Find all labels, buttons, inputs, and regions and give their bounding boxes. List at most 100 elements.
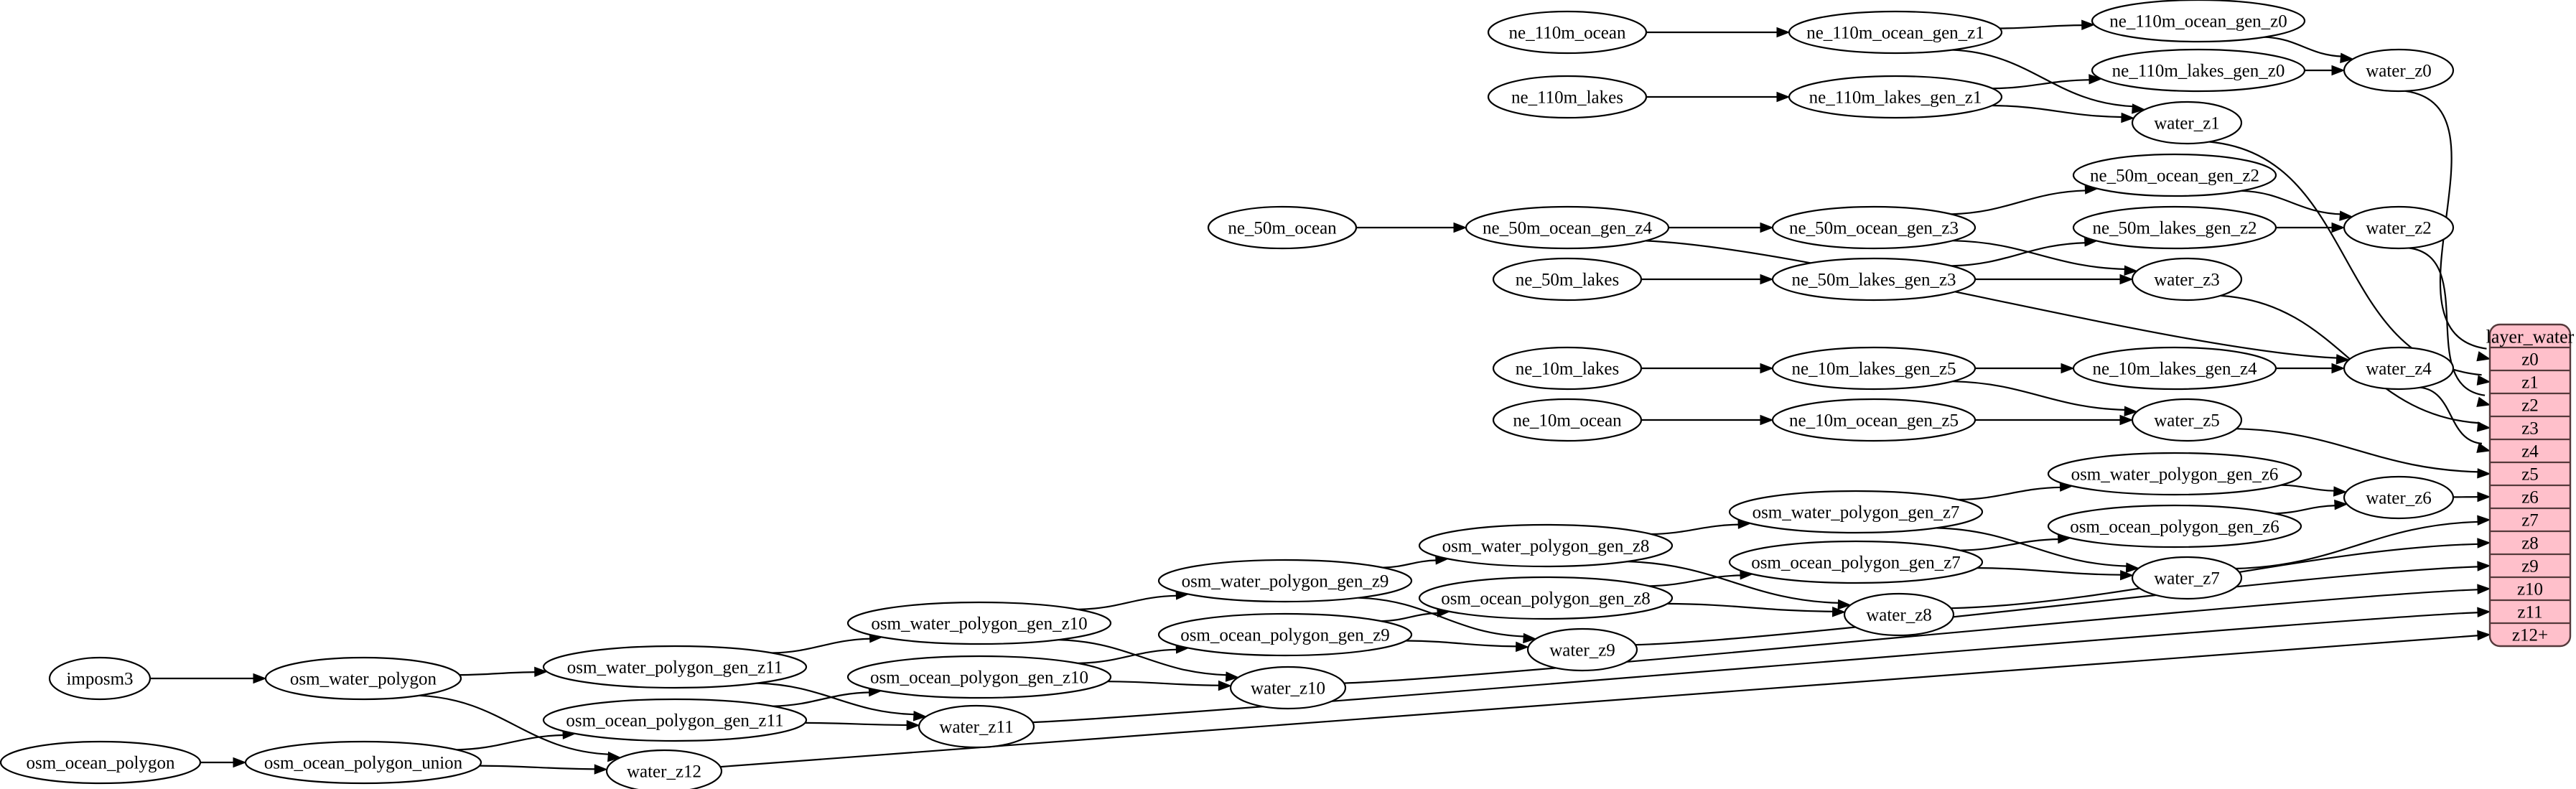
node-ellipse	[1728, 490, 1984, 534]
node-ellipse	[542, 645, 808, 689]
node-label-ne_50m_ocean_gen_z3: ne_50m_ocean_gen_z3	[1789, 219, 1959, 238]
node-ne_10m_lakes_gen_z4[interactable]: ne_10m_lakes_gen_z4	[2072, 346, 2277, 391]
node-osm_ocean_polygon_gen_z10[interactable]: osm_ocean_polygon_gen_z10	[846, 655, 1112, 699]
node-osm_water_polygon_gen_z6[interactable]: osm_water_polygon_gen_z6	[2047, 452, 2302, 496]
edge-line	[1977, 567, 2122, 576]
record-row-z0[interactable]: z0	[2521, 350, 2539, 370]
node-water_z11[interactable]: water_z11	[918, 704, 1035, 749]
edge-osm_water_polygon_gen_z7--to--water_z7	[1936, 527, 2140, 573]
node-water_z10[interactable]: water_z10	[1229, 666, 1347, 710]
node-ellipse	[1487, 75, 1648, 119]
record-row-z1[interactable]: z1	[2521, 373, 2539, 393]
record-row-z11[interactable]: z11	[2517, 603, 2542, 622]
record-row-z3[interactable]: z3	[2521, 419, 2539, 439]
node-water_z12[interactable]: water_z12	[605, 749, 723, 789]
node-ne_50m_ocean_gen_z2[interactable]: ne_50m_ocean_gen_z2	[2072, 153, 2277, 197]
node-osm_ocean_polygon[interactable]: osm_ocean_polygon	[0, 740, 202, 785]
node-water_z0[interactable]: water_z0	[2343, 48, 2455, 93]
node-ne_50m_ocean_gen_z3[interactable]: ne_50m_ocean_gen_z3	[1771, 205, 1977, 250]
node-osm_ocean_polygon_gen_z6[interactable]: osm_ocean_polygon_gen_z6	[2047, 504, 2302, 548]
node-ne_10m_ocean_gen_z5[interactable]: ne_10m_ocean_gen_z5	[1771, 398, 1977, 442]
node-osm_ocean_polygon_gen_z8[interactable]: osm_ocean_polygon_gen_z8	[1418, 576, 1674, 620]
node-ne_110m_ocean_gen_z1[interactable]: ne_110m_ocean_gen_z1	[1788, 10, 2003, 55]
node-osm_water_polygon_gen_z10[interactable]: osm_water_polygon_gen_z10	[846, 601, 1112, 645]
record-row-z2[interactable]: z2	[2521, 396, 2539, 416]
record-row-z10[interactable]: z10	[2517, 580, 2543, 599]
edge-line	[772, 638, 872, 654]
node-ne_50m_ocean[interactable]: ne_50m_ocean	[1207, 205, 1358, 250]
node-label-water_z8: water_z8	[1866, 606, 1932, 625]
node-water_z8[interactable]: water_z8	[1843, 592, 1955, 637]
node-osm_ocean_polygon_gen_z9[interactable]: osm_ocean_polygon_gen_z9	[1157, 612, 1413, 657]
node-water_z6[interactable]: water_z6	[2343, 475, 2455, 520]
node-label-ne_10m_ocean: ne_10m_ocean	[1513, 411, 1622, 431]
node-label-ne_50m_lakes: ne_50m_lakes	[1516, 271, 1619, 290]
node-osm_ocean_polygon_union[interactable]: osm_ocean_polygon_union	[244, 740, 482, 785]
record-row-z12[interactable]: z12+	[2512, 626, 2548, 645]
node-ne_10m_ocean[interactable]: ne_10m_ocean	[1492, 398, 1643, 442]
node-imposm3[interactable]: imposm3	[48, 656, 151, 701]
edge-arrowhead	[2339, 210, 2353, 221]
node-ne_50m_lakes_gen_z2[interactable]: ne_50m_lakes_gen_z2	[2072, 205, 2277, 250]
edge-ne_10m_lakes_gen_z4--to--water_z4	[2276, 363, 2346, 374]
layer-water-record-node[interactable]: layer_waterz0z1z2z3z4z5z6z7z8z9z10z11z12…	[2486, 323, 2575, 648]
node-water_z3[interactable]: water_z3	[2131, 257, 2243, 302]
edge-ne_110m_lakes_gen_z0--to--water_z0	[2305, 65, 2346, 76]
node-ne_10m_lakes[interactable]: ne_10m_lakes	[1492, 346, 1643, 391]
node-water_z5[interactable]: water_z5	[2131, 398, 2243, 442]
node-osm_water_polygon_gen_z7[interactable]: osm_water_polygon_gen_z7	[1728, 490, 1984, 534]
node-label-ne_50m_ocean: ne_50m_ocean	[1228, 219, 1337, 238]
node-ellipse	[48, 656, 151, 701]
node-osm_water_polygon[interactable]: osm_water_polygon	[264, 656, 462, 701]
node-osm_ocean_polygon_gen_z11[interactable]: osm_ocean_polygon_gen_z11	[542, 698, 808, 742]
node-water_z4[interactable]: water_z4	[2343, 346, 2455, 391]
record-row-z5[interactable]: z5	[2521, 465, 2539, 485]
record-row-z9[interactable]: z9	[2521, 557, 2539, 576]
edge-line	[1383, 559, 1438, 569]
node-label-osm_ocean_polygon_gen_z9: osm_ocean_polygon_gen_z9	[1180, 626, 1390, 645]
node-label-ne_110m_lakes_gen_z1: ne_110m_lakes_gen_z1	[1809, 88, 1982, 108]
edge-arrowhead	[253, 673, 267, 684]
edge-line	[1951, 190, 2087, 215]
node-ne_50m_lakes[interactable]: ne_50m_lakes	[1492, 257, 1643, 302]
node-ne_10m_lakes_gen_z5[interactable]: ne_10m_lakes_gen_z5	[1771, 346, 1977, 391]
record-row-z6[interactable]: z6	[2521, 488, 2539, 508]
node-ellipse	[2091, 0, 2306, 43]
node-water_z7[interactable]: water_z7	[2131, 556, 2243, 600]
edge-osm_ocean_polygon--to--osm_ocean_polygon_union	[200, 757, 247, 768]
node-osm_water_polygon_gen_z11[interactable]: osm_water_polygon_gen_z11	[542, 645, 808, 689]
edge-arrowhead	[2089, 74, 2103, 85]
node-label-water_z1: water_z1	[2154, 114, 2220, 134]
edge-arrowhead	[2081, 19, 2096, 30]
edge-arrowhead	[2334, 499, 2348, 510]
node-ne_110m_lakes_gen_z1[interactable]: ne_110m_lakes_gen_z1	[1788, 75, 2003, 119]
node-water_z9[interactable]: water_z9	[1526, 627, 1638, 672]
edge-arrowhead	[607, 751, 622, 762]
node-ne_50m_lakes_gen_z3[interactable]: ne_50m_lakes_gen_z3	[1771, 257, 1977, 302]
node-ne_110m_ocean_gen_z0[interactable]: ne_110m_ocean_gen_z0	[2091, 0, 2306, 43]
edge-osm_ocean_polygon_union--to--water_z12	[479, 764, 608, 775]
node-ne_110m_lakes[interactable]: ne_110m_lakes	[1487, 75, 1648, 119]
node-osm_water_polygon_gen_z9[interactable]: osm_water_polygon_gen_z9	[1157, 559, 1413, 603]
node-ne_110m_lakes_gen_z0[interactable]: ne_110m_lakes_gen_z0	[2091, 48, 2306, 93]
record-row-z4[interactable]: z4	[2521, 442, 2539, 462]
edge-line	[1406, 640, 1518, 648]
node-osm_ocean_polygon_gen_z7[interactable]: osm_ocean_polygon_gen_z7	[1728, 540, 1984, 584]
edge-arrowhead	[2335, 354, 2350, 365]
node-label-ne_110m_lakes: ne_110m_lakes	[1511, 88, 1623, 108]
edge-line	[1992, 104, 2124, 118]
edge-water_z5--to--layer_water-z5	[2236, 428, 2491, 479]
edge-arrowhead	[2132, 103, 2146, 114]
node-water_z2[interactable]: water_z2	[2343, 205, 2455, 250]
node-ne_50m_ocean_gen_z4[interactable]: ne_50m_ocean_gen_z4	[1465, 205, 1670, 250]
edge-ne_50m_ocean_gen_z2--to--water_z2	[2241, 190, 2353, 221]
node-label-water_z6: water_z6	[2366, 489, 2432, 508]
node-ne_110m_ocean[interactable]: ne_110m_ocean	[1487, 10, 1648, 55]
node-water_z1[interactable]: water_z1	[2131, 101, 2243, 145]
node-osm_water_polygon_gen_z8[interactable]: osm_water_polygon_gen_z8	[1418, 523, 1674, 568]
record-row-z8[interactable]: z8	[2521, 534, 2539, 554]
edge-arrowhead	[1760, 274, 1774, 285]
edge-line	[2235, 520, 2480, 570]
record-row-z7[interactable]: z7	[2521, 511, 2539, 531]
node-label-osm_ocean_polygon: osm_ocean_polygon	[27, 754, 175, 773]
